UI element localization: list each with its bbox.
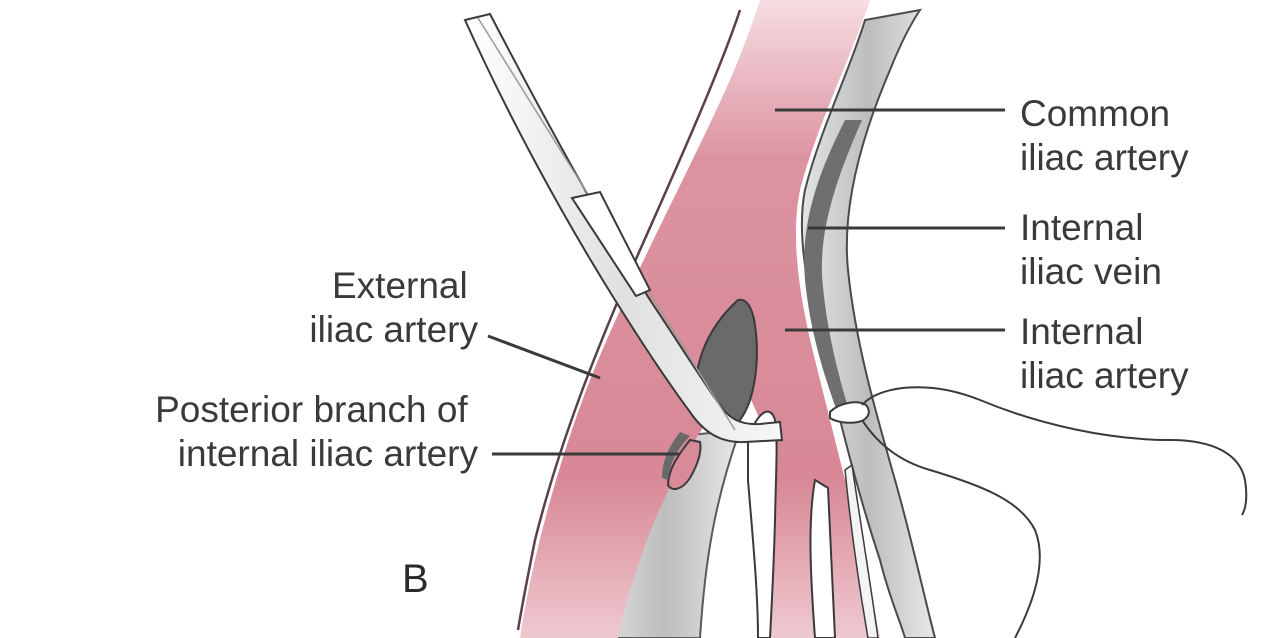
label-posterior-branch-line2: internal iliac artery [178,433,479,474]
label-internal-iliac-vein: Internal iliac vein [1020,207,1162,292]
bifurcation-crotch [748,412,777,638]
label-common-iliac-artery: Common iliac artery [1020,93,1189,178]
label-common-iliac-artery-line2: iliac artery [1020,137,1189,178]
label-internal-iliac-vein-line1: Internal [1020,207,1143,248]
label-internal-iliac-artery: Internal iliac artery [1020,311,1189,396]
label-external-iliac-artery-line2: iliac artery [309,309,478,350]
suture-thread-upper [862,387,1246,515]
label-common-iliac-artery-line1: Common [1020,93,1170,134]
label-internal-iliac-artery-line2: iliac artery [1020,355,1189,396]
label-external-iliac-artery-line1: External [332,265,468,306]
leader-external-iliac-artery [488,336,600,378]
label-internal-iliac-vein-line2: iliac vein [1020,251,1162,292]
label-external-iliac-artery: External iliac artery [309,265,478,350]
label-posterior-branch-line1: Posterior branch of [155,389,468,430]
panel-letter: B [402,557,429,601]
label-internal-iliac-artery-line1: Internal [1020,311,1143,352]
label-posterior-branch: Posterior branch of internal iliac arter… [155,389,478,474]
